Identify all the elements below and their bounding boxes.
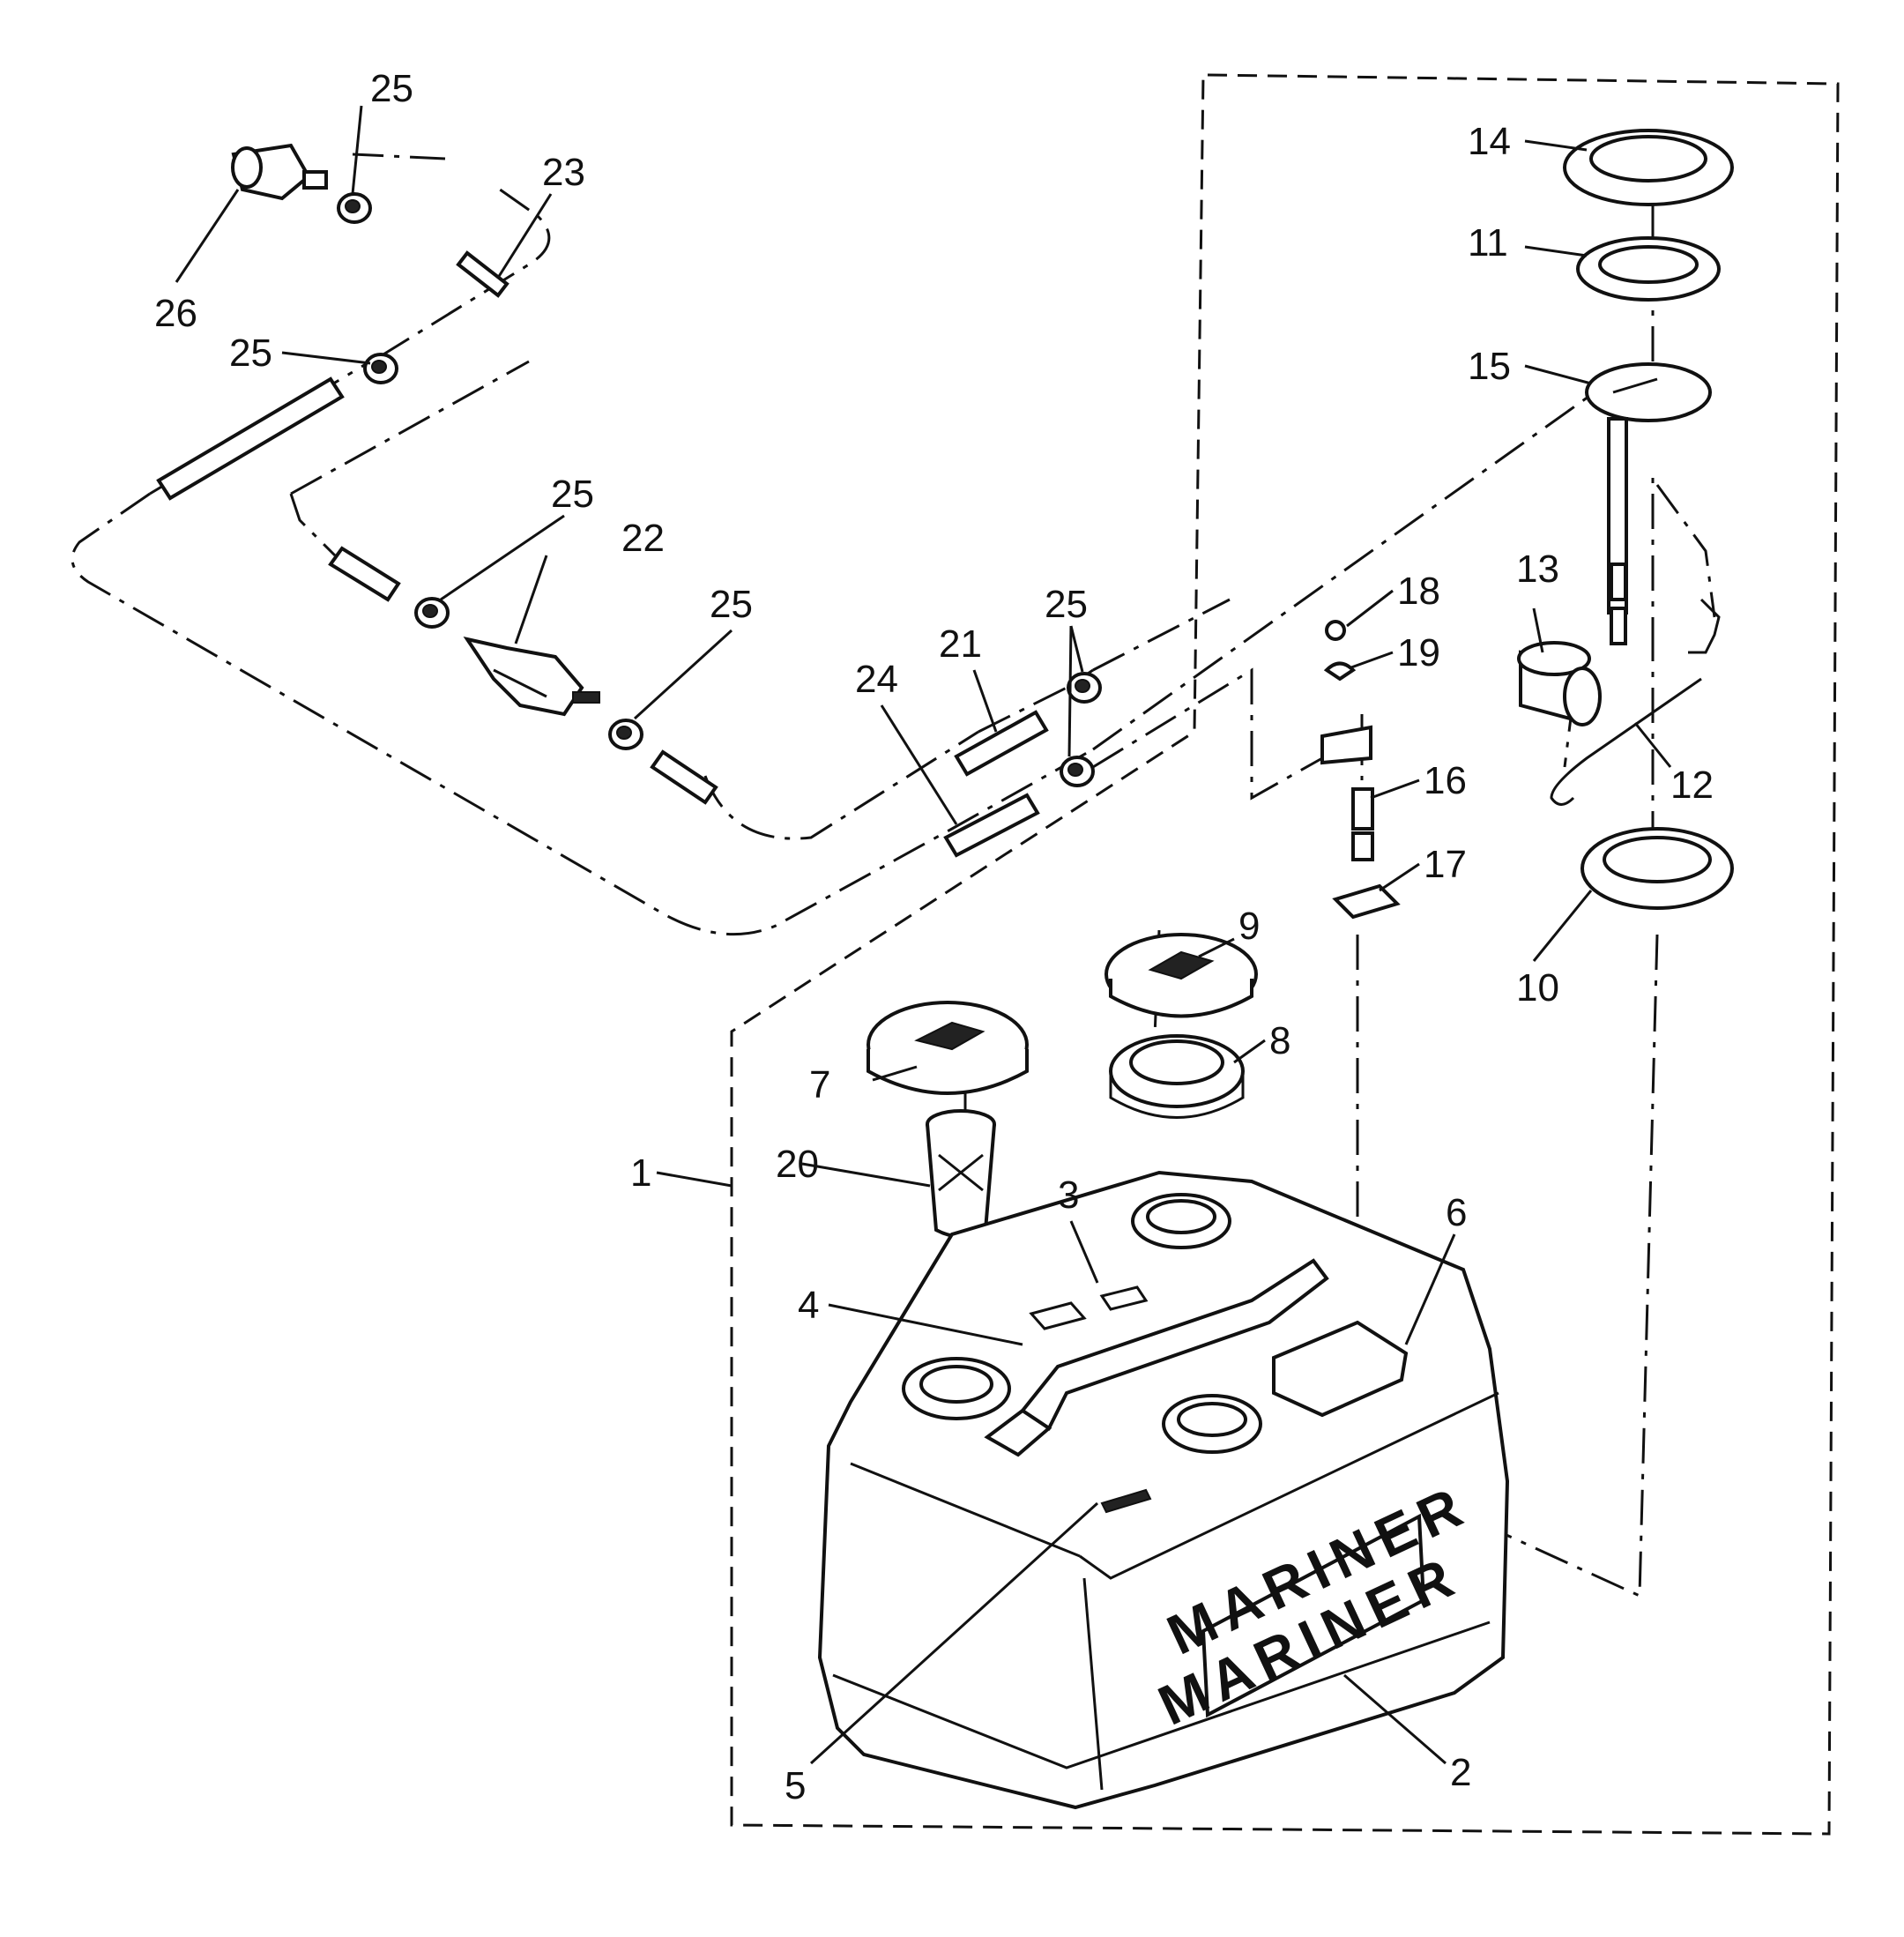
part-23-hose bbox=[456, 250, 509, 298]
callout-23: 23 bbox=[542, 151, 585, 194]
callout-25-top: 25 bbox=[370, 67, 413, 110]
callout-numbers: 1 2 3 4 5 6 7 8 9 10 11 12 13 14 15 16 1… bbox=[154, 67, 1714, 1807]
part-20-filter bbox=[926, 1109, 996, 1239]
part-21-hose bbox=[954, 710, 1049, 777]
part-15-gauge bbox=[1585, 362, 1712, 645]
part-25-clamp-c bbox=[414, 597, 450, 629]
callout-15: 15 bbox=[1468, 345, 1511, 388]
callout-6: 6 bbox=[1446, 1191, 1467, 1234]
callout-25-left: 25 bbox=[229, 332, 272, 375]
part-17-gasket bbox=[1332, 883, 1401, 920]
callout-19: 19 bbox=[1397, 631, 1440, 674]
part-7-cap bbox=[866, 1001, 1029, 1095]
part-13-float bbox=[1517, 641, 1602, 726]
callout-25-mid: 25 bbox=[551, 473, 594, 516]
callout-25-right: 25 bbox=[1045, 583, 1088, 626]
part-long-hose bbox=[156, 376, 345, 501]
part-16-vent-valve bbox=[1320, 725, 1374, 861]
callout-10: 10 bbox=[1516, 966, 1559, 1009]
callout-26: 26 bbox=[154, 292, 197, 335]
part-12-float-arm bbox=[1550, 598, 1721, 806]
part-25-clamp-b bbox=[363, 353, 398, 384]
callout-13: 13 bbox=[1516, 548, 1559, 591]
callout-9: 9 bbox=[1238, 905, 1260, 948]
callout-24: 24 bbox=[855, 658, 898, 701]
callout-11: 11 bbox=[1468, 221, 1508, 264]
part-18-screw bbox=[1325, 620, 1346, 641]
part-19-clip bbox=[1323, 661, 1357, 682]
part-26-connector bbox=[231, 143, 328, 201]
callout-18: 18 bbox=[1397, 570, 1440, 613]
callout-8: 8 bbox=[1269, 1019, 1290, 1062]
part-25-clamp-e bbox=[1067, 672, 1102, 704]
callout-5: 5 bbox=[785, 1764, 806, 1807]
part-1-fuel-tank bbox=[817, 1170, 1510, 1810]
part-hose-near-primer bbox=[328, 546, 401, 602]
callout-17: 17 bbox=[1424, 843, 1467, 886]
part-25-clamp-a bbox=[337, 192, 372, 224]
callout-20: 20 bbox=[776, 1143, 819, 1186]
part-22-primer-bulb bbox=[463, 636, 600, 717]
callout-3: 3 bbox=[1058, 1173, 1079, 1217]
part-25-clamp-d bbox=[608, 719, 643, 750]
callout-2: 2 bbox=[1450, 1751, 1471, 1794]
part-8-ring bbox=[1109, 1034, 1245, 1119]
part-14-ring bbox=[1563, 129, 1734, 206]
assembly-boundary bbox=[730, 73, 1840, 1836]
callout-14: 14 bbox=[1468, 120, 1511, 163]
callout-21: 21 bbox=[939, 622, 982, 666]
part-11-gasket bbox=[1576, 236, 1721, 302]
callout-25-center: 25 bbox=[710, 583, 753, 626]
part-hose-after-clamp bbox=[650, 749, 718, 805]
part-9-cap bbox=[1104, 933, 1258, 1018]
callout-1: 1 bbox=[630, 1151, 651, 1195]
callout-22: 22 bbox=[621, 517, 665, 560]
part-24-hose bbox=[943, 793, 1040, 858]
callout-7: 7 bbox=[809, 1063, 830, 1106]
part-10-retainer bbox=[1580, 827, 1734, 910]
part-25-clamp-f bbox=[1060, 756, 1095, 787]
callout-12: 12 bbox=[1670, 764, 1714, 807]
leader-lines bbox=[175, 105, 1672, 1765]
callout-4: 4 bbox=[798, 1284, 819, 1327]
callout-16: 16 bbox=[1424, 759, 1467, 802]
